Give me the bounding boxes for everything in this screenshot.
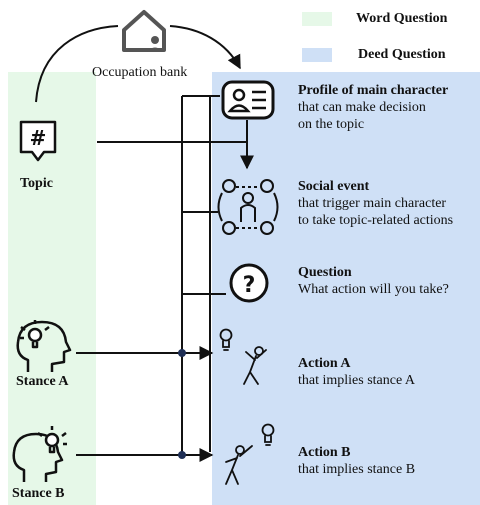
social-event-line1: that trigger main character <box>298 196 447 211</box>
action-a-title: Action A <box>298 356 351 371</box>
action-a-step: Action A that implies stance A <box>298 355 415 389</box>
social-event-title: Social event <box>298 179 370 194</box>
social-event-step: Social event that trigger main character… <box>298 178 453 229</box>
social-event-icon <box>217 179 279 235</box>
action-b-icon <box>225 423 275 485</box>
question-step: Question What action will you take? <box>298 264 449 298</box>
junction-dot-a <box>178 349 186 357</box>
bank-to-profile-arrow <box>169 25 241 70</box>
topic-to-bank-arrow <box>35 25 119 103</box>
topic-label: Topic <box>20 176 53 191</box>
action-b-step: Action B that implies stance B <box>298 444 415 478</box>
hashtag-icon: # <box>19 120 57 162</box>
profile-card-icon <box>221 80 275 120</box>
profile-title: Profile of main character <box>298 83 449 98</box>
stance-b-head-icon <box>12 426 67 482</box>
word-question-swatch <box>302 12 332 26</box>
stance-b-label: Stance B <box>12 486 65 501</box>
question-line1: What action will you take? <box>298 282 449 297</box>
profile-line2: on the topic <box>298 117 365 132</box>
question-title: Question <box>298 265 352 280</box>
stance-a-head-icon <box>16 320 72 372</box>
question-icon: ? <box>229 263 269 303</box>
occupation-bank-label: Occupation bank <box>92 65 188 80</box>
action-a-icon <box>219 328 267 385</box>
house-icon <box>122 10 166 52</box>
profile-step: Profile of main character that can make … <box>298 82 448 133</box>
deed-question-legend: Deed Question <box>358 47 446 62</box>
word-question-legend: Word Question <box>356 11 448 26</box>
stance-a-label: Stance A <box>16 374 69 389</box>
svg-text:?: ? <box>243 273 256 298</box>
action-a-line1: that implies stance A <box>298 373 416 388</box>
profile-line1: that can make decision <box>298 100 426 115</box>
deed-question-swatch <box>302 48 332 62</box>
action-b-line1: that implies stance B <box>298 462 416 477</box>
connector-lines <box>76 95 254 462</box>
social-event-line2: to take topic-related actions <box>298 213 454 228</box>
junction-dot-b <box>178 451 186 459</box>
action-b-title: Action B <box>298 445 351 460</box>
svg-text:#: # <box>30 126 47 150</box>
